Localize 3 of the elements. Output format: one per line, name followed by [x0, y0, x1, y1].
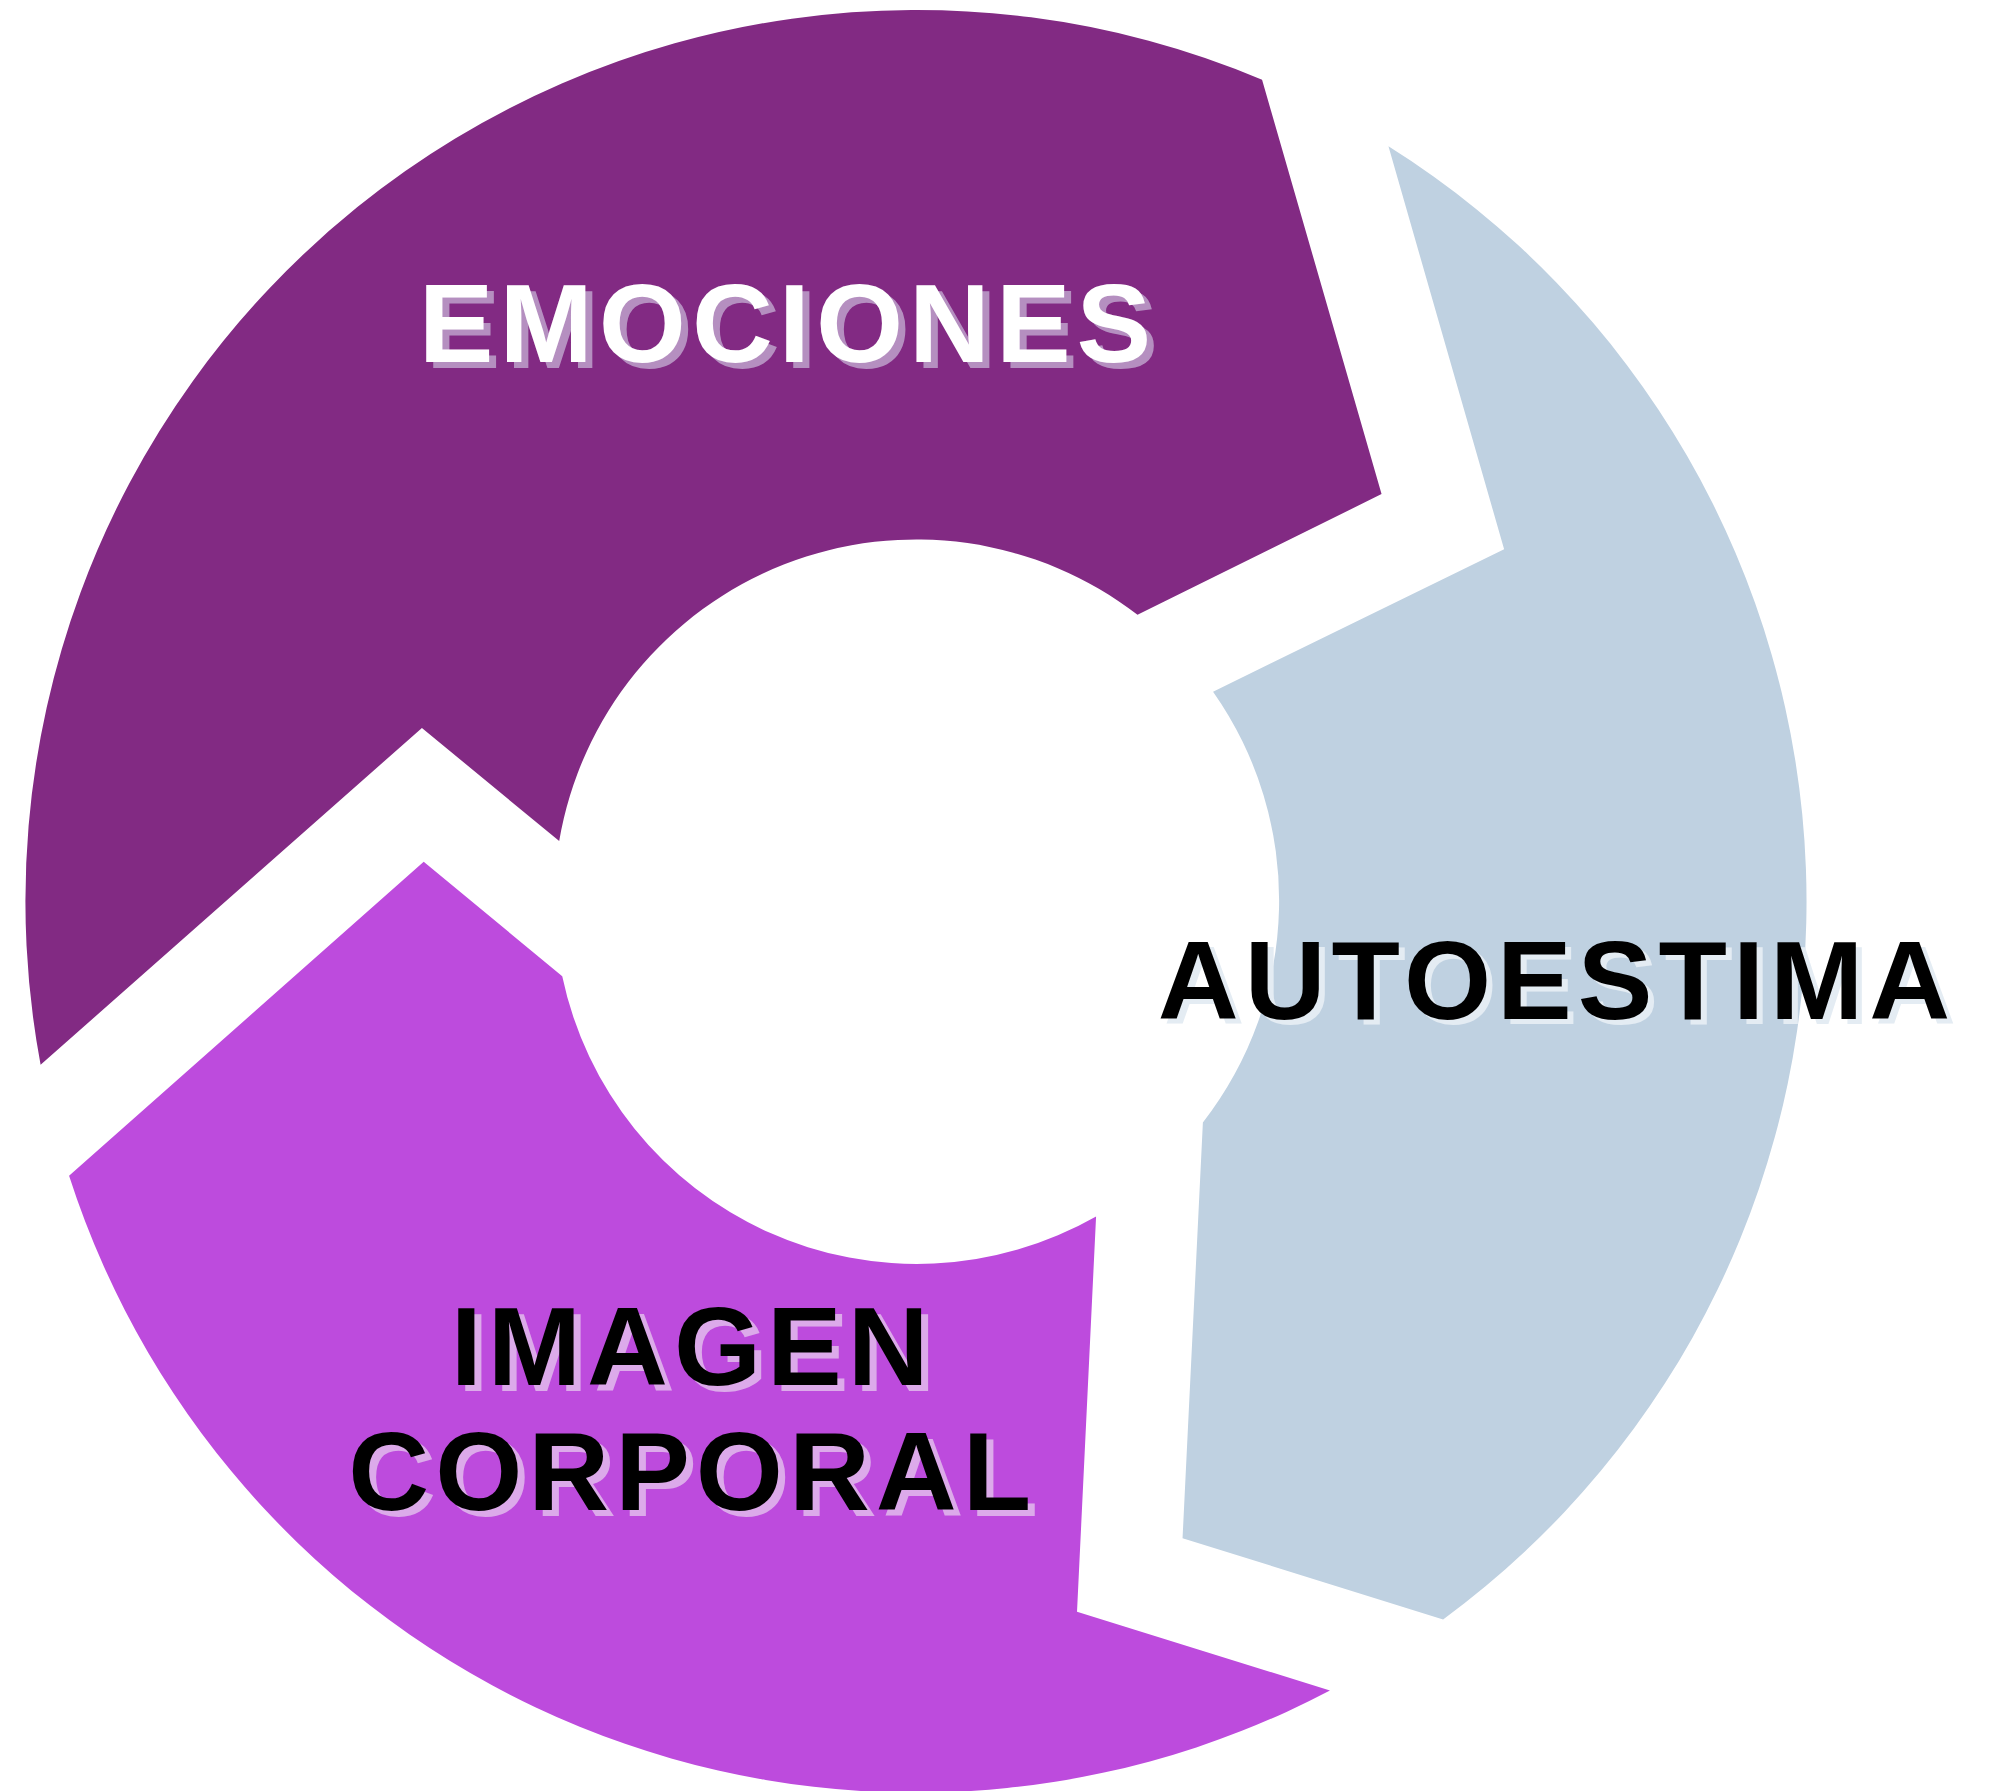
segment-label: AUTOESTIMA — [1156, 917, 1958, 1044]
segment-label: IMAGEN CORPORAL — [347, 1283, 1039, 1535]
segment-label: EMOCIONES — [417, 260, 1159, 386]
